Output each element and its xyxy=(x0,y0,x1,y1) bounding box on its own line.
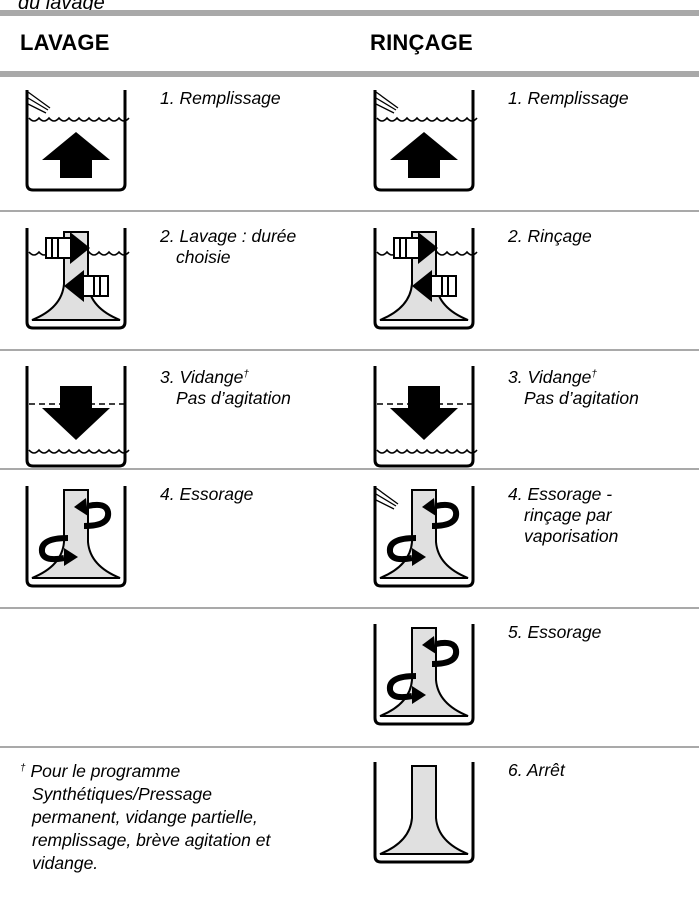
agitator-spin-arrows-icon xyxy=(372,620,476,730)
step-label: rinçage par xyxy=(524,505,612,525)
row-divider xyxy=(0,468,699,470)
lavage-step-4: 4. Essorage xyxy=(160,484,253,505)
step-label: Remplissage xyxy=(527,88,629,108)
tub-drain-down-arrow-icon xyxy=(24,362,130,472)
row-divider xyxy=(0,349,699,351)
step-number: 2. xyxy=(160,226,175,246)
row-divider xyxy=(0,210,699,212)
step-label: Arrêt xyxy=(526,760,565,780)
step-label: Remplissage xyxy=(179,88,281,108)
dagger-mark: † xyxy=(243,369,249,380)
step-number: 6. xyxy=(508,760,523,780)
lavage-heading: LAVAGE xyxy=(20,30,110,55)
lavage-step-2: 2. Lavage : durée choisie xyxy=(160,226,296,268)
lavage-step-3: 3. Vidange† Pas d’agitation xyxy=(160,364,291,409)
footnote-line: vidange. xyxy=(32,853,99,873)
tub-fill-spray-up-arrow-icon xyxy=(24,86,130,196)
step-label: vaporisation xyxy=(524,526,619,546)
step-label: Essorage xyxy=(527,622,602,642)
rincage-step-3: 3. Vidange† Pas d’agitation xyxy=(508,364,639,409)
step-label: Essorage - xyxy=(527,484,613,504)
row-divider xyxy=(0,746,699,748)
lavage-step-1: 1. Remplissage xyxy=(160,88,281,109)
step-number: 3. xyxy=(160,367,175,387)
step-number: 4. xyxy=(160,484,175,504)
agitator-wash-arrows-icon xyxy=(24,224,130,334)
step-number: 3. xyxy=(508,367,523,387)
rincage-step-6: 6. Arrêt xyxy=(508,760,565,781)
tub-drain-down-arrow-icon xyxy=(372,362,478,472)
agitator-wash-arrows-icon xyxy=(372,224,478,334)
step-label: Vidange xyxy=(179,367,244,387)
row-divider xyxy=(0,607,699,609)
footnote-line: permanent, vidange partielle, xyxy=(32,807,258,827)
dagger-mark: † xyxy=(591,369,597,380)
step-label: Lavage : durée xyxy=(179,226,297,246)
footnote: † Pour le programme Synthétiques/Pressag… xyxy=(20,757,270,875)
footnote-line: Synthétiques/Pressage xyxy=(32,784,212,804)
step-number: 4. xyxy=(508,484,523,504)
step-label: Rinçage xyxy=(527,226,592,246)
rincage-step-1: 1. Remplissage xyxy=(508,88,629,109)
header-bottom-rule xyxy=(0,71,699,77)
agitator-spin-spray-icon xyxy=(372,482,476,592)
step-label: Essorage xyxy=(179,484,254,504)
step-number: 2. xyxy=(508,226,523,246)
header-top-rule xyxy=(0,10,699,16)
step-label: Pas d’agitation xyxy=(176,388,291,408)
footnote-line: Pour le programme xyxy=(30,761,181,781)
agitator-stopped-icon xyxy=(372,758,476,868)
step-label: Pas d’agitation xyxy=(524,388,639,408)
tub-fill-spray-up-arrow-icon xyxy=(372,86,478,196)
step-number: 1. xyxy=(508,88,523,108)
step-label: Vidange xyxy=(527,367,592,387)
dagger-mark: † xyxy=(20,763,26,774)
footnote-line: remplissage, brève agitation et xyxy=(32,830,271,850)
step-label: choisie xyxy=(176,247,231,267)
rincage-step-4: 4. Essorage - rinçage par vaporisation xyxy=(508,484,618,547)
rincage-heading: RINÇAGE xyxy=(370,30,473,55)
rincage-step-2: 2. Rinçage xyxy=(508,226,592,247)
step-number: 1. xyxy=(160,88,175,108)
step-number: 5. xyxy=(508,622,523,642)
rincage-step-5: 5. Essorage xyxy=(508,622,601,643)
agitator-spin-arrows-icon xyxy=(24,482,128,592)
